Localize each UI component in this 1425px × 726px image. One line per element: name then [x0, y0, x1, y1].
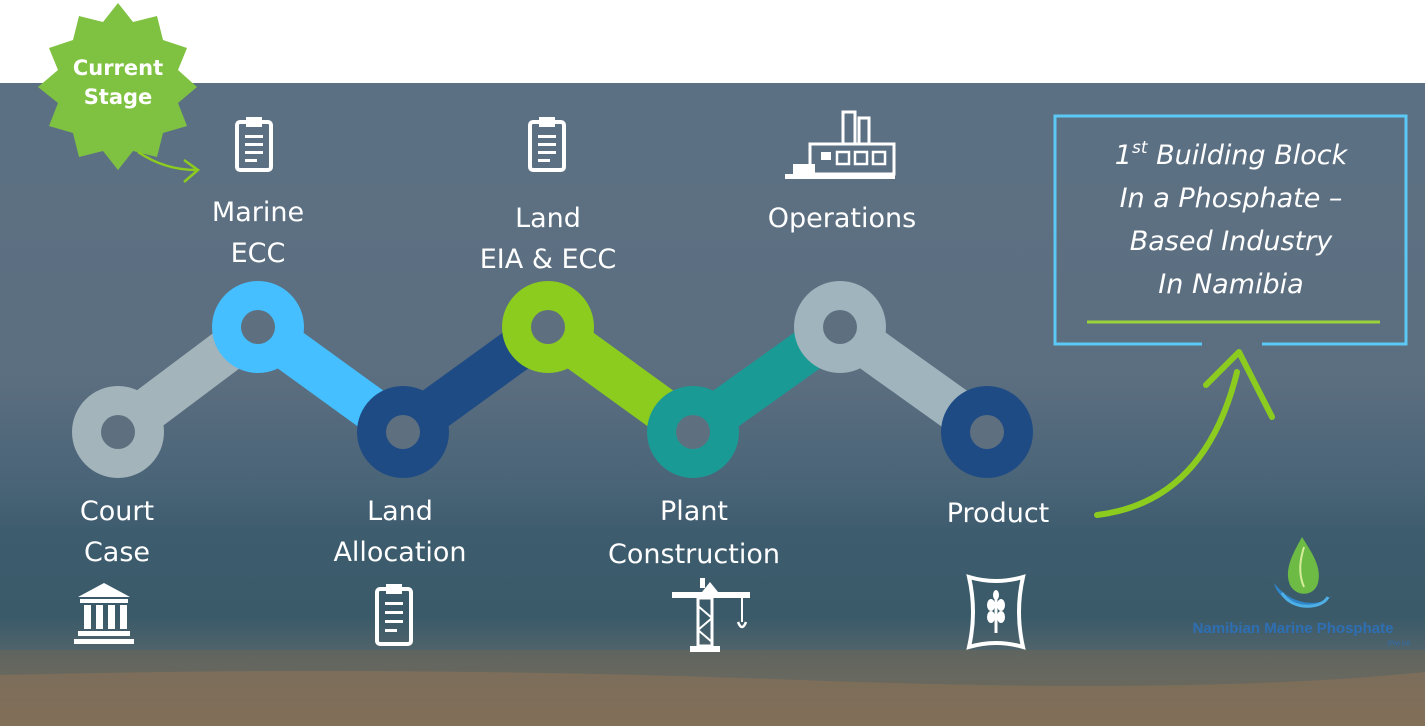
company-logo: Namibian Marine Phosphate (Pty) Ltd: [1193, 537, 1410, 647]
grain-sack-icon: [966, 574, 1026, 650]
stage-marine-ecc-line1: Marine: [212, 197, 304, 228]
goal-line2: In a Phosphate –: [1120, 183, 1343, 214]
badge-line1: Current: [73, 56, 163, 80]
stage-marine-ecc-line2: ECC: [231, 238, 286, 269]
goal-line1: 1st Building Block: [1115, 138, 1349, 171]
node-product: [941, 386, 1033, 478]
courthouse-icon: [74, 583, 134, 644]
timeline-chain: [72, 281, 1033, 478]
goal-box: 1st Building Block In a Phosphate – Base…: [1053, 114, 1408, 346]
curved-arrow: [1094, 349, 1275, 518]
logo-suffix: (Pty) Ltd: [1387, 641, 1410, 647]
factory-icon: [785, 110, 896, 179]
clipboard-icon: [235, 117, 273, 172]
badge-pointer-arrow: [137, 150, 201, 183]
node-plant-construction: [647, 386, 739, 478]
leaf-drop-icon: [1274, 537, 1332, 608]
node-land-allocation: [357, 386, 449, 478]
node-land-eia-ecc: [502, 281, 594, 373]
goal-line3: Based Industry: [1130, 226, 1334, 257]
stage-land-allocation-line2: Allocation: [333, 537, 466, 568]
crane-icon: [672, 578, 750, 652]
badge-line2: Stage: [84, 85, 153, 109]
stage-product-label: Product: [947, 498, 1050, 529]
clipboard-icon: [528, 117, 566, 172]
clipboard-icon: [375, 584, 413, 646]
stage-plant-construction-line2: Construction: [608, 539, 780, 570]
stage-land-eia-line2: EIA & ECC: [480, 244, 616, 275]
node-operations: [794, 281, 886, 373]
stage-court-case-line2: Case: [84, 537, 150, 568]
node-court-case: [72, 386, 164, 478]
stage-land-eia-line1: Land: [515, 203, 581, 234]
goal-line4: In Namibia: [1158, 269, 1303, 300]
current-stage-badge: Current Stage: [38, 3, 197, 170]
stage-court-case-line1: Court: [80, 496, 154, 527]
node-marine-ecc: [212, 281, 304, 373]
stage-plant-construction-line1: Plant: [660, 496, 728, 527]
stage-land-allocation-line1: Land: [367, 496, 433, 527]
stage-operations-label: Operations: [768, 203, 916, 234]
logo-wordmark: Namibian Marine Phosphate: [1193, 620, 1394, 637]
